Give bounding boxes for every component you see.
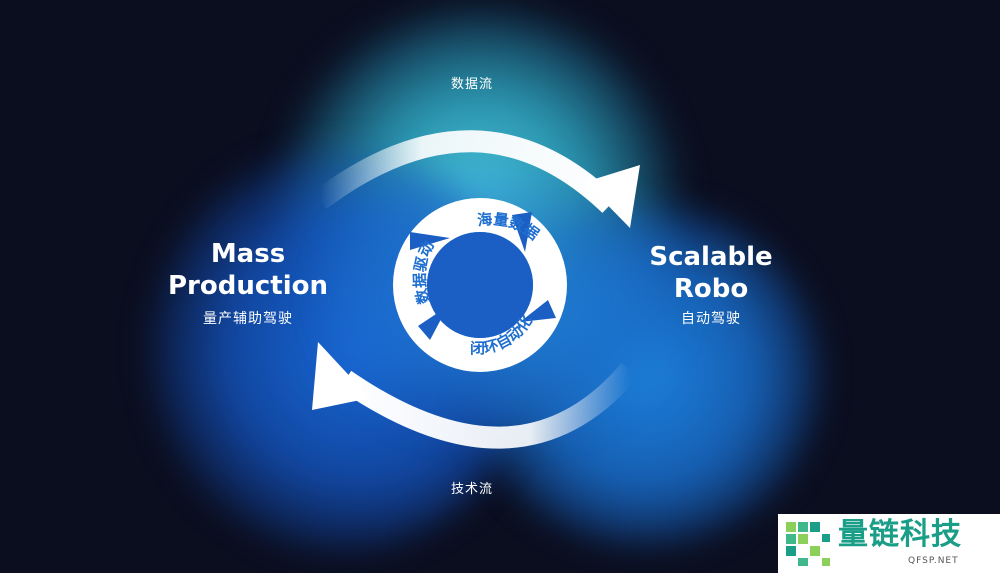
bottom-flow-label: 技术流	[450, 482, 494, 497]
left-title-line2: Production	[168, 271, 328, 301]
inner-arrow-1	[512, 212, 532, 252]
right-title-line2: Robo	[673, 274, 749, 304]
watermark-subtext: QFSP.NET	[908, 556, 959, 566]
inner-arrow-4	[410, 232, 450, 250]
left-subtitle: 量产辅助驾驶	[203, 311, 293, 327]
bottom-flow-arrow	[312, 342, 639, 449]
inner-arrow-2	[520, 300, 556, 322]
watermark: 量链科技 QFSP.NET	[778, 514, 1000, 573]
right-title-line1: Scalable	[649, 242, 773, 272]
inner-cycle: 海量数据 闭环自动化 数据驱动	[393, 198, 567, 372]
watermark-text: 量链科技	[838, 517, 962, 552]
right-subtitle: 自动驾驶	[681, 311, 741, 327]
watermark-logo-icon	[786, 522, 830, 566]
left-title-line1: Mass	[210, 239, 286, 269]
inner-arrow-3	[418, 306, 448, 340]
top-flow-label: 数据流	[450, 77, 494, 92]
top-flow-arrow	[313, 130, 640, 228]
